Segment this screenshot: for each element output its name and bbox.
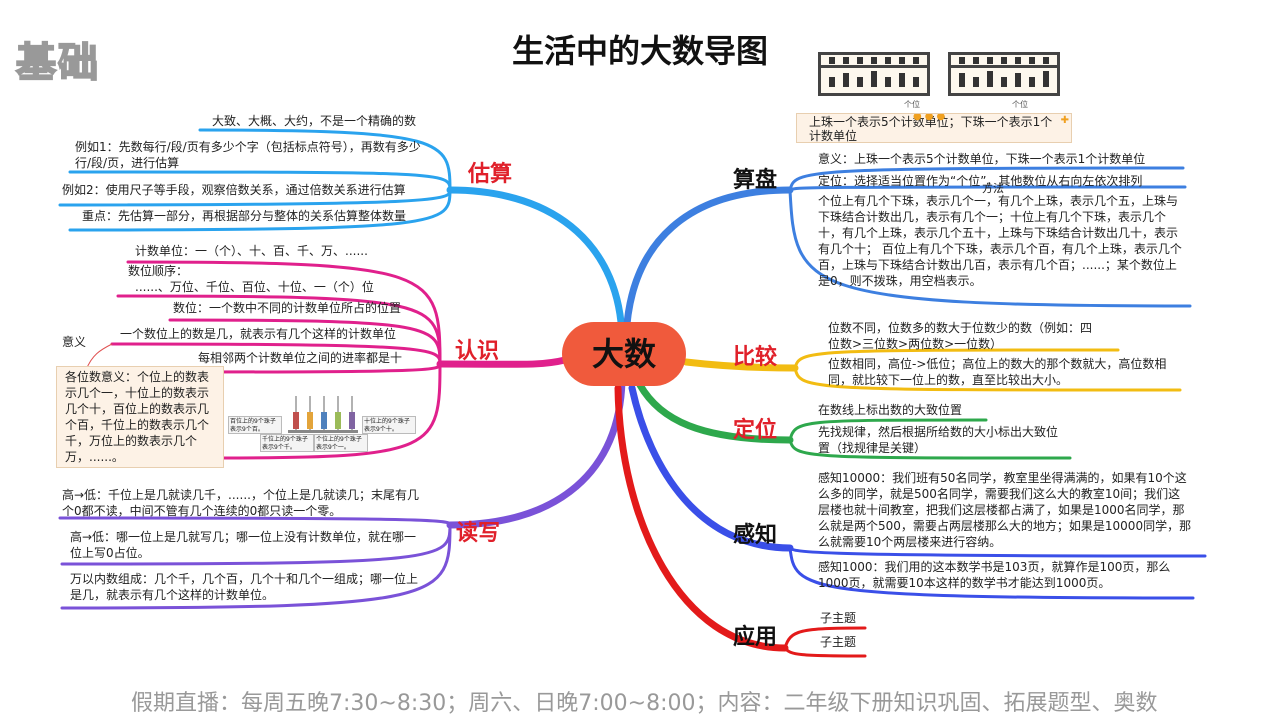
apply-item-2[interactable]: 子主题 xyxy=(820,635,857,649)
counting-frame-icon xyxy=(288,396,358,433)
place-value-figure: 百位上的9个珠子表示9个百。 千位上的9个珠子表示9个千。 十位上的9个珠子表示… xyxy=(228,392,416,456)
abacus-connectors xyxy=(622,166,1192,342)
branch-compare[interactable]: 比较 xyxy=(733,345,778,370)
abacus-label-right: 个位 xyxy=(1012,100,1028,109)
estimate-item-1[interactable]: 大致、大概、大约，不是一个精确的数 xyxy=(212,114,417,128)
branch-recognize[interactable]: 认识 xyxy=(455,339,500,364)
recognize-note-text: 各位数意义：个位上的数表示几个一，十位上的数表示几个十，百位上的数表示几个百，千… xyxy=(65,370,210,464)
callout-dots-icon: ●●● xyxy=(913,113,949,122)
level-badge: 基础 xyxy=(15,39,100,87)
recognize-item-3[interactable]: ......、万位、千位、百位、十位、一（个）位 xyxy=(135,280,374,294)
abacus-image-left xyxy=(818,52,930,96)
perceive-item-2[interactable]: 感知1000：我们用的这本数学书是103页，就算作是100页，那么1000页，就… xyxy=(818,560,1171,590)
readwrite-item-3[interactable]: 万以内数组成：几个千，几个百，几个十和几个一组成；哪一位上是几，就表示有几个这样… xyxy=(70,572,419,602)
caption-ones: 个位上的9个珠子表示9个一。 xyxy=(314,434,368,452)
locate-item-1[interactable]: 在数线上标出数的大致位置 xyxy=(818,403,963,417)
readwrite-item-2[interactable]: 高→低：哪一位上是几就写几；哪一位上没有计数单位，就在哪一位上写0占位。 xyxy=(70,530,417,560)
recognize-item-1[interactable]: 计数单位：一（个）、十、百、千、万、...... xyxy=(135,244,368,258)
abacus-beads-right xyxy=(959,57,1049,87)
recognize-item-6[interactable]: 每相邻两个计数单位之间的进率都是十 xyxy=(198,351,403,365)
apply-item-1[interactable]: 子主题 xyxy=(820,611,857,625)
perceive-connectors xyxy=(628,384,1207,600)
central-topic[interactable]: 大数 xyxy=(562,322,686,386)
recognize-connectors xyxy=(85,260,569,460)
estimate-item-4[interactable]: 重点：先估算一部分，再根据部分与整体的关系估算整体数量 xyxy=(82,209,407,223)
branch-locate[interactable]: 定位 xyxy=(733,418,778,443)
estimate-connectors xyxy=(58,128,626,342)
locate-item-2[interactable]: 先找规律，然后根据所给数的大小标出大致位置（找规律是关键） xyxy=(818,425,1059,455)
abacus-overlap-label: 方法 xyxy=(982,182,1004,195)
footer-schedule: 假期直播：每周五晚7:30~8:30；周六、日晚7:00~8:00；内容：二年级… xyxy=(131,691,1158,716)
pin-icon[interactable]: ✚ xyxy=(1060,115,1069,126)
abacus-callout[interactable]: ●●● ✚ 上珠一个表示5个计数单位；下珠一个表示1个计数单位 xyxy=(796,113,1072,143)
recognize-item-5[interactable]: 一个数位上的数是几，就表示有几个这样的计数单位 xyxy=(120,327,397,341)
abacus-label-left: 个位 xyxy=(904,100,920,109)
recognize-side-label: 意义 xyxy=(62,335,87,349)
caption-tens: 十位上的9个珠子表示9个十。 xyxy=(362,416,416,434)
compare-connectors xyxy=(682,348,1182,392)
estimate-item-3[interactable]: 例如2：使用尺子等手段，观察倍数关系，通过倍数关系进行估算 xyxy=(62,183,406,197)
abacus-callout-text: 上珠一个表示5个计数单位；下珠一个表示1个计数单位 xyxy=(809,115,1053,143)
abacus-item-3[interactable]: 个位上有几个下珠，表示几个一，有几个上珠，表示几个五，上珠与下珠结合计数出几，表… xyxy=(818,194,1182,288)
apply-connectors xyxy=(614,384,867,658)
abacus-item-1[interactable]: 意义：上珠一个表示5个计数单位，下珠一个表示1个计数单位 xyxy=(818,152,1146,166)
abacus-item-2[interactable]: 定位：选择适当位置作为“个位”，其他数位从右向左依次排列 xyxy=(818,174,1143,188)
compare-item-2[interactable]: 位数相同，高位->低位；高位上的数大的那个数就大，高位数相同，就比较下一位上的数… xyxy=(828,357,1167,387)
branch-readwrite[interactable]: 读写 xyxy=(456,521,501,546)
caption-hundreds: 百位上的9个珠子表示9个百。 xyxy=(228,416,282,434)
compare-item-1[interactable]: 位数不同，位数多的数大于位数少的数（例如：四位数>三位数>两位数>一位数） xyxy=(828,321,1093,351)
recognize-item-4[interactable]: 数位：一个数中不同的计数单位所占的位置 xyxy=(173,301,402,315)
branch-apply[interactable]: 应用 xyxy=(733,625,778,650)
readwrite-item-1[interactable]: 高→低：千位上是几就读几千，......，个位上是几就读几；末尾有几个0都不读，… xyxy=(62,488,419,518)
estimate-item-2[interactable]: 例如1：先数每行/段/页有多少个字（包括标点符号），再数有多少行/段/页，进行估… xyxy=(75,140,421,170)
branch-estimate[interactable]: 估算 xyxy=(468,162,513,187)
perceive-item-1[interactable]: 感知10000：我们班有50名同学，教室里坐得满满的，如果有10个这么多的同学，… xyxy=(818,471,1192,549)
page-title: 生活中的大数导图 xyxy=(511,32,768,70)
abacus-image-right xyxy=(948,52,1060,96)
caption-thousands: 千位上的9个珠子表示9个千。 xyxy=(260,434,314,452)
branch-abacus[interactable]: 算盘 xyxy=(733,168,778,193)
locate-connectors xyxy=(636,381,1072,460)
recognize-note: 各位数意义：个位上的数表示几个一，十位上的数表示几个十，百位上的数表示几个百，千… xyxy=(56,366,224,468)
recognize-item-2[interactable]: 数位顺序： xyxy=(128,264,189,278)
branch-perceive[interactable]: 感知 xyxy=(733,523,778,548)
abacus-beads-left xyxy=(829,57,919,87)
